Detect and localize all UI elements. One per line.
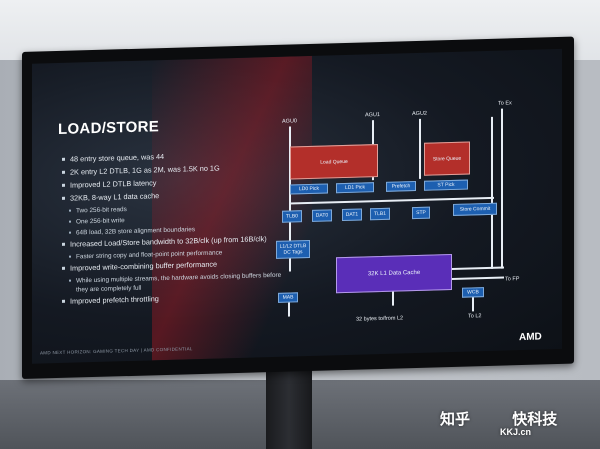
bullet: 48 entry store queue, was 44 <box>62 149 282 164</box>
tlb1-box: TLB1 <box>370 207 390 221</box>
wcb-box: WCB <box>462 287 484 298</box>
prefetch-box: Prefetch <box>386 180 416 192</box>
to-ex-bus-2 <box>491 116 493 269</box>
agu0-label: AGU0 <box>282 118 297 125</box>
zhihu-text: 知乎 <box>440 411 471 428</box>
cache-to-l2 <box>392 291 394 306</box>
to-ex-output <box>452 266 504 270</box>
to-fp-label: To FP <box>505 276 520 283</box>
watermark-zhihu: 知乎 快科技 <box>440 408 557 429</box>
wcb-to-l2 <box>472 297 474 312</box>
bytes-to-l2-label: 32 bytes to/from L2 <box>356 315 404 323</box>
dat1-box: DAT1 <box>342 208 362 222</box>
agu1-label: AGU1 <box>365 112 380 119</box>
mab-box: MAB <box>278 292 298 303</box>
bullet: 32KB, 8-way L1 data cache <box>62 188 282 203</box>
load-store-diagram: AGU0 AGU1 AGU2 To Ex Load Queue Store Qu… <box>272 100 562 345</box>
agu2-label: AGU2 <box>412 110 427 118</box>
stp-box: STP <box>412 206 430 220</box>
load-queue-box: Load Queue <box>290 144 378 180</box>
to-l2-label: To L2 <box>468 313 482 320</box>
store-commit-box: Store Commit <box>453 202 497 216</box>
agu2-bus <box>419 118 421 179</box>
watermark-site: KKJ.cn <box>500 427 532 437</box>
l1-data-cache-box: 32K L1 Data Cache <box>336 253 452 294</box>
tv-stand <box>266 370 312 449</box>
tv-frame: LOAD/STORE 48 entry store queue, was 44 … <box>22 36 574 380</box>
tlb0-box: TLB0 <box>282 210 302 223</box>
brand-text: 快科技 <box>512 411 558 428</box>
slide-screen: LOAD/STORE 48 entry store queue, was 44 … <box>32 48 562 364</box>
to-fp-output <box>452 276 504 280</box>
bullet-list: 48 entry store queue, was 44 2K entry L2… <box>62 149 282 310</box>
to-ex-bus <box>501 108 503 269</box>
st-pick-box: ST Pick <box>424 179 468 191</box>
slide-title: LOAD/STORE <box>58 118 160 138</box>
store-queue-box: Store Queue <box>424 141 470 176</box>
ld1-pick-box: LD1 Pick <box>336 182 374 194</box>
l1l2-dtlb-box: L1/L2 DTLB DC Tags <box>276 239 310 259</box>
to-ex-label: To Ex <box>498 100 512 107</box>
bullet: 2K entry L2 DTLB, 1G as 2M, was 1.5K no … <box>62 162 282 177</box>
ld0-pick-box: LD0 Pick <box>290 183 328 195</box>
dat0-box: DAT0 <box>312 209 332 222</box>
amd-logo: AMD <box>519 331 542 344</box>
bullet: Improved L2 DTLB latency <box>62 175 282 190</box>
mab-to-l2 <box>288 302 290 317</box>
